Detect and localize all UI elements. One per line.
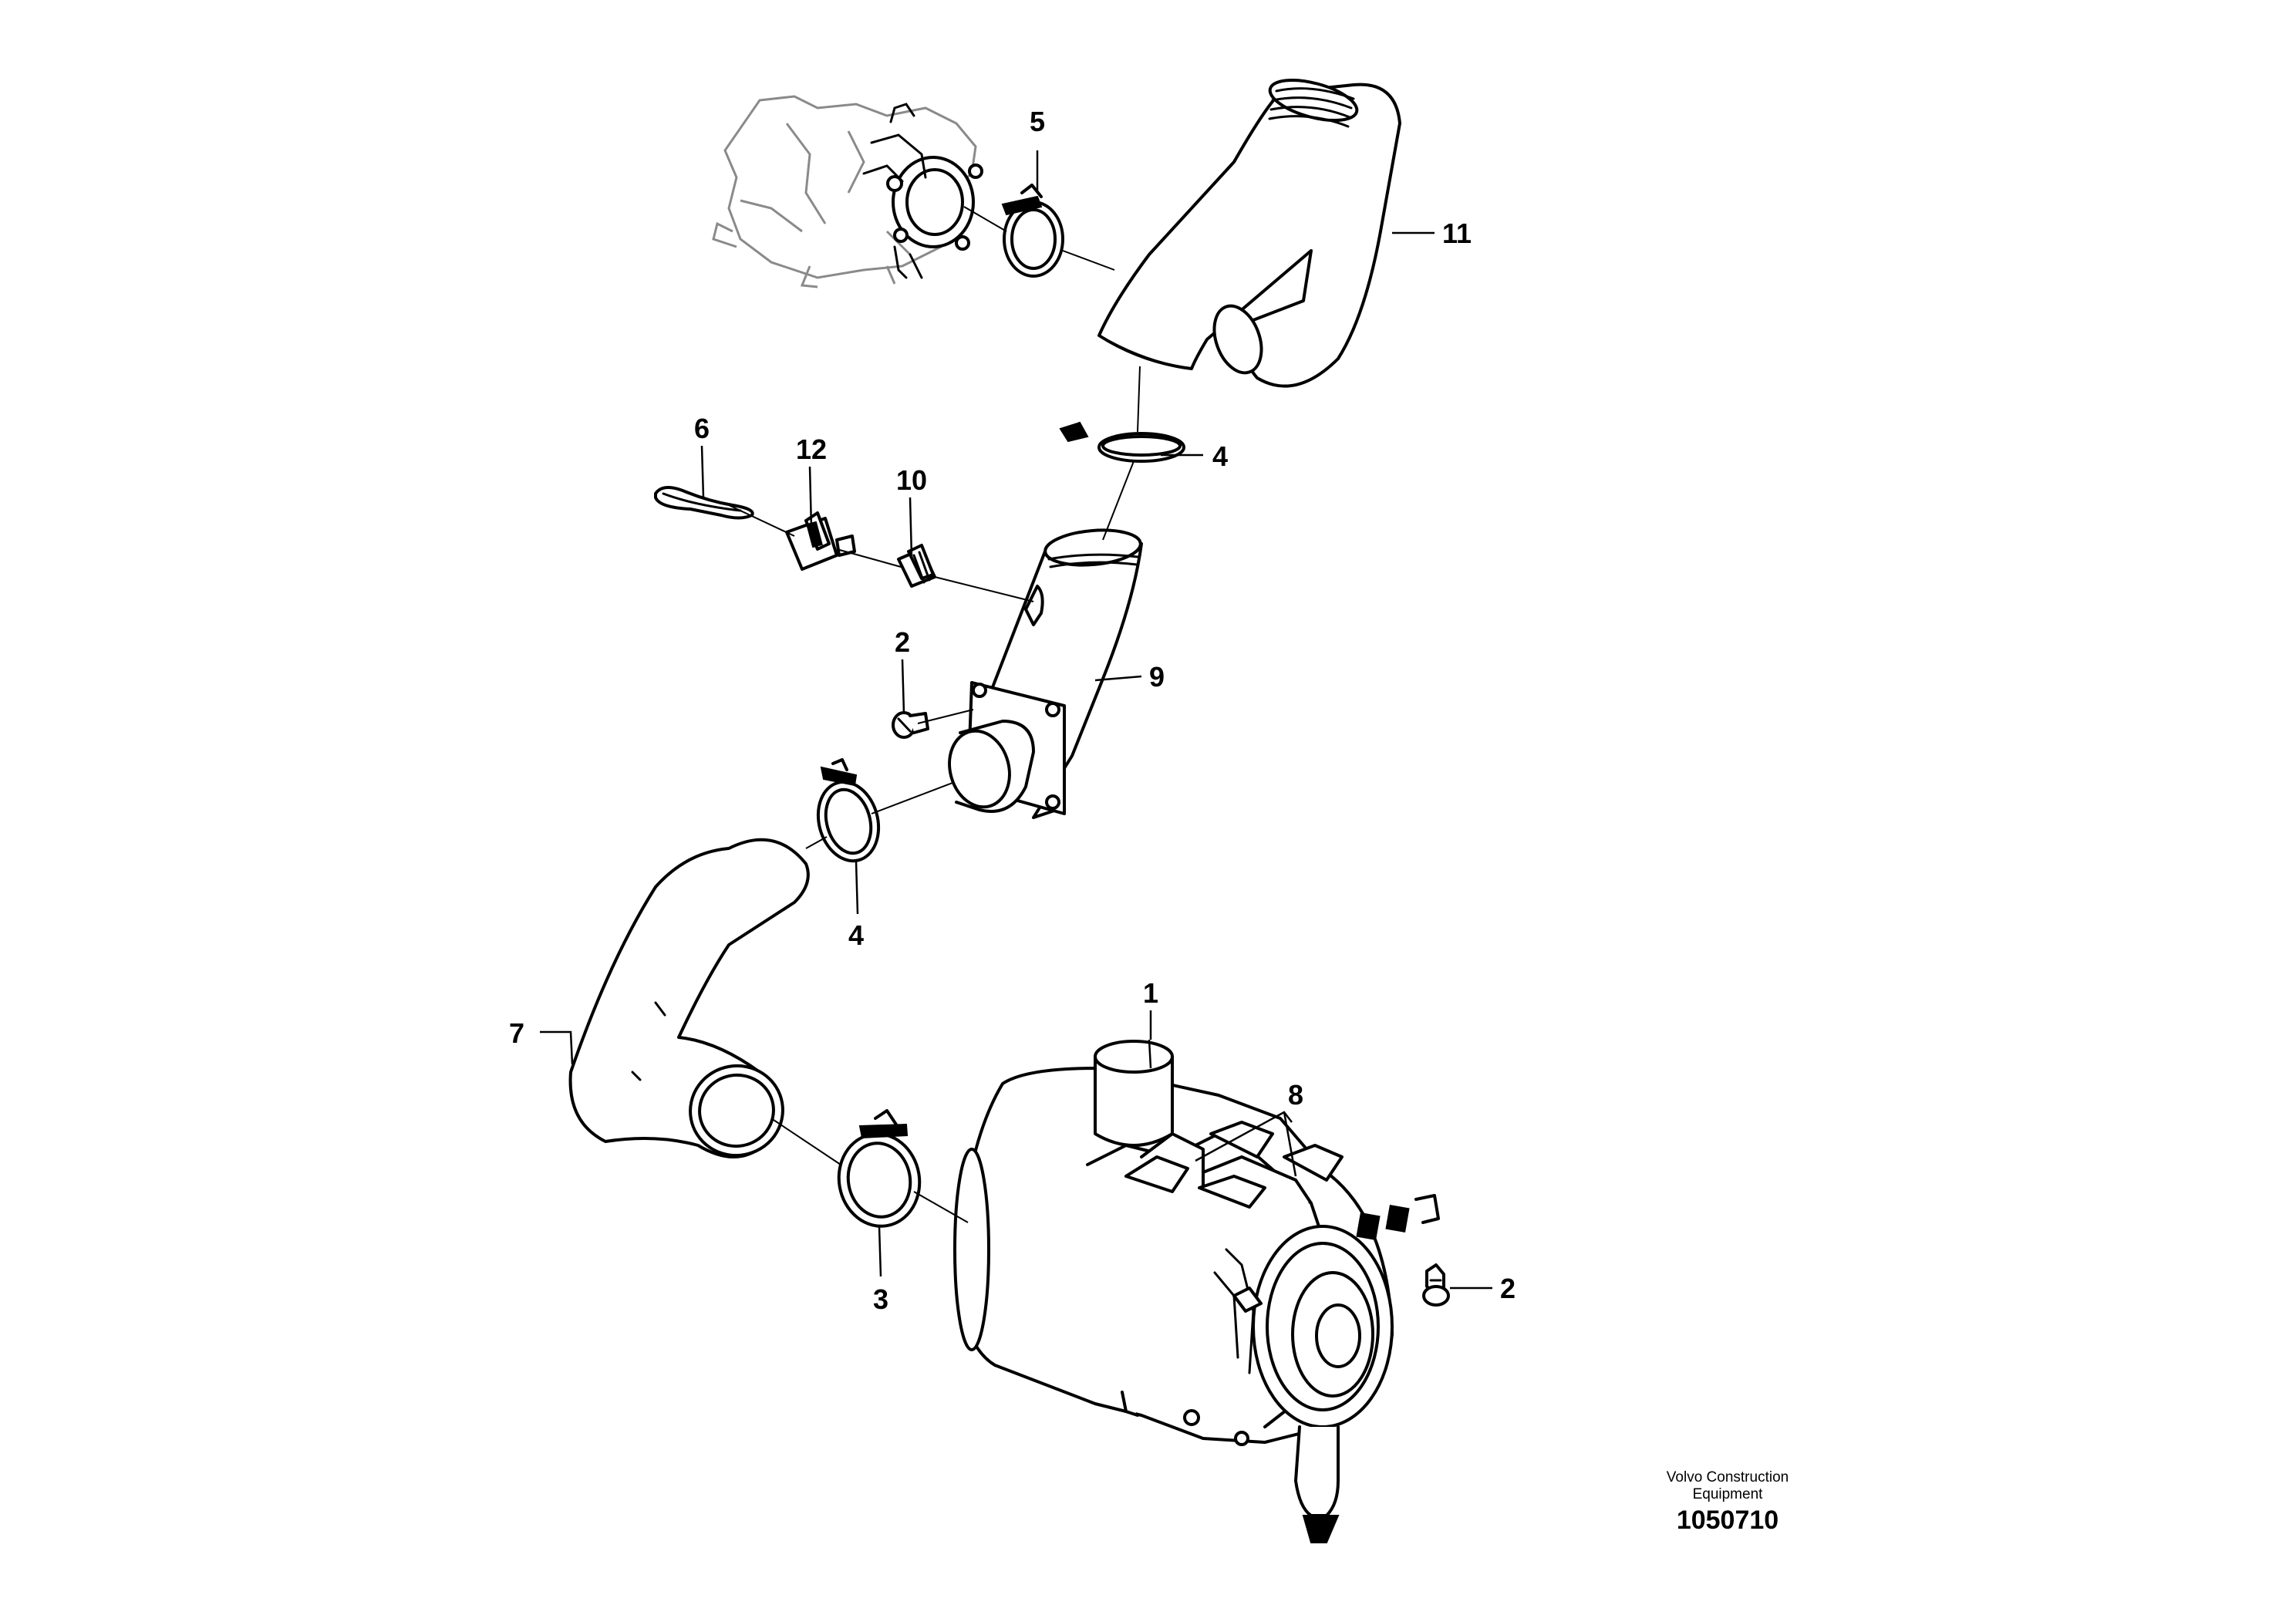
part-5-hose-clamp: [1001, 184, 1064, 278]
manufacturer-credit: Volvo Construction Equipment: [1635, 1469, 1820, 1503]
callout-2-lower: 2: [1500, 1273, 1515, 1304]
turbocharger-illustration: [712, 95, 983, 288]
part-2-screw-lower: [1422, 1263, 1450, 1307]
part-10-adapter: [897, 544, 936, 588]
callout-12: 12: [796, 433, 827, 465]
drawing-number: 1050710: [1676, 1506, 1779, 1535]
part-3-hose-clamp-lower: [837, 1109, 922, 1228]
callout-4-middle: 4: [848, 919, 864, 951]
callout-10: 10: [896, 464, 927, 496]
callout-7: 7: [509, 1017, 524, 1049]
callout-8: 8: [1288, 1079, 1303, 1111]
part-8-mounting-bracket: [1124, 1121, 1440, 1241]
callout-2-upper: 2: [895, 626, 910, 658]
part-11-hose: [1097, 78, 1401, 388]
part-2-screw-upper: [892, 711, 929, 739]
callout-leaders: [540, 150, 1492, 1290]
callout-9: 9: [1149, 661, 1165, 693]
part-4-hose-clamp-middle: [816, 758, 881, 863]
credit-line-1: Volvo Construction: [1666, 1469, 1789, 1485]
part-1-air-cleaner: [953, 1040, 1394, 1543]
callout-numbers: 5 11 4 6 12 10 2 9 4 7 1 8 3 2: [509, 106, 1515, 1315]
part-7-bent-hose: [568, 838, 810, 1158]
callout-6: 6: [694, 413, 710, 444]
callout-11: 11: [1442, 218, 1472, 249]
assembly-lines: [728, 206, 1141, 1223]
part-6-cable: [654, 486, 754, 520]
callout-1: 1: [1143, 977, 1158, 1009]
callout-5: 5: [1030, 106, 1045, 137]
credit-line-2: Equipment: [1692, 1486, 1763, 1502]
part-12-sensor: [785, 511, 856, 571]
callout-3: 3: [873, 1283, 888, 1315]
part-9-intake-pipe: [948, 528, 1143, 819]
callout-4-upper: 4: [1212, 440, 1228, 472]
